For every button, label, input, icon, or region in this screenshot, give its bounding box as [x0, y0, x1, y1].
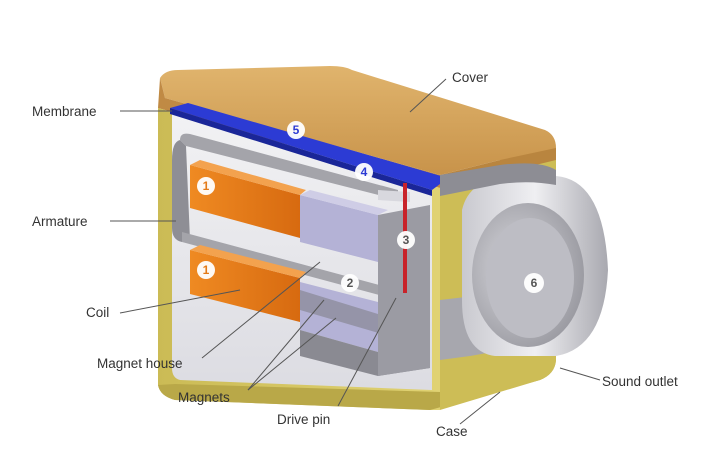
label-drive-pin: Drive pin — [277, 412, 330, 427]
label-armature: Armature — [32, 214, 88, 229]
label-magnets: Magnets — [178, 390, 230, 405]
label-sound-outlet: Sound outlet — [602, 374, 678, 389]
marker-coil-bottom: 1 — [197, 261, 215, 279]
coil-upper — [190, 160, 306, 238]
leader-magnets-1 — [247, 299, 325, 391]
marker-membrane: 5 — [287, 121, 305, 139]
marker-armature-top: 4 — [355, 163, 373, 181]
label-magnet-house: Magnet house — [97, 356, 183, 371]
magnet-house — [300, 190, 430, 376]
leader-lines — [110, 78, 601, 425]
marker-coil-top: 1 — [197, 177, 215, 195]
leader-coil — [119, 289, 241, 314]
label-cover: Cover — [452, 70, 489, 85]
label-membrane: Membrane — [32, 104, 97, 119]
label-coil: Coil — [86, 305, 109, 320]
leader-drive-pin — [337, 297, 397, 407]
marker-armature-tip: 2 — [341, 274, 359, 292]
marker-coil-top-text: 1 — [203, 179, 210, 193]
leader-magnet-house — [201, 261, 321, 359]
leader-cover — [409, 78, 447, 113]
coil-lower — [190, 245, 306, 322]
marker-drive-pin: 3 — [397, 231, 415, 249]
leader-case — [459, 391, 501, 425]
marker-coil-bottom-text: 1 — [203, 263, 210, 277]
marker-drive-pin-text: 3 — [403, 233, 410, 247]
marker-armature-tip-text: 2 — [347, 276, 354, 290]
leader-sound-outlet — [559, 367, 601, 381]
marker-sound-outlet-text: 6 — [531, 276, 538, 290]
leader-magnets-2 — [247, 317, 337, 391]
marker-membrane-text: 5 — [293, 123, 300, 137]
label-case: Case — [436, 424, 468, 439]
marker-sound-outlet: 6 — [524, 273, 544, 293]
marker-armature-top-text: 4 — [361, 165, 368, 179]
